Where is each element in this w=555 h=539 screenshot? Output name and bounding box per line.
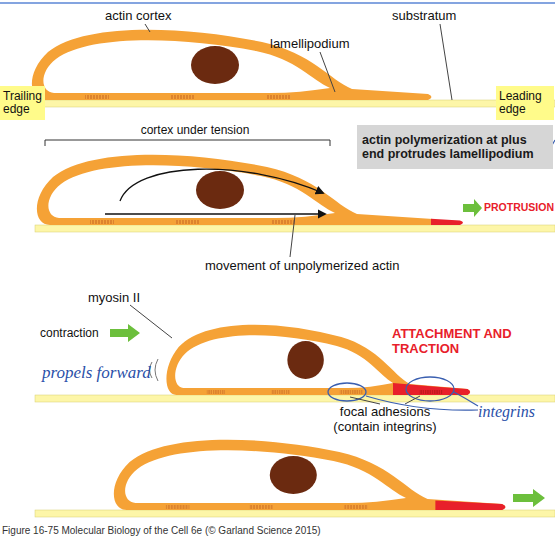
substratum-band: [35, 100, 555, 107]
part-label: cortex under tension: [130, 123, 260, 137]
node-text: Leading edge: [499, 90, 551, 116]
substratum-band: [35, 225, 555, 232]
focal-adhesion: [267, 95, 291, 99]
contraction-arrow: [110, 324, 140, 342]
leader-line: [405, 396, 420, 404]
cytoplasm: [175, 335, 393, 388]
focal-adhesion: [420, 390, 443, 394]
part-label: contraction: [40, 326, 99, 340]
part-label: ATTACHMENT AND TRACTION: [392, 326, 517, 356]
part-label: substratum: [392, 8, 456, 23]
leader-line: [130, 305, 172, 338]
note-box: actin polymerization at plus end protrud…: [357, 125, 553, 169]
focal-adhesion: [207, 390, 225, 394]
handwritten-note: propels forward: [42, 363, 151, 382]
focal-adhesion: [85, 95, 109, 99]
leader-line: [440, 24, 452, 100]
top-rule: [0, 2, 555, 4]
cytoplasm: [125, 450, 406, 503]
focal-adhesion: [344, 505, 368, 509]
focal-adhesion: [170, 95, 194, 99]
nucleus: [270, 456, 317, 494]
flow-arrow: [120, 169, 323, 201]
nucleus: [191, 46, 239, 84]
polymerizing-tip: [393, 383, 470, 395]
direction-arrow: [513, 489, 545, 507]
part-label: lamellipodium: [270, 36, 349, 51]
part-label: movement of unpolymerized actin: [205, 258, 399, 273]
leader-line: [320, 52, 335, 92]
part-label: myosin II: [88, 290, 140, 305]
actin-cortex: [32, 30, 432, 100]
direction-arrow: [463, 199, 482, 217]
focal-adhesion: [166, 505, 190, 509]
substratum-band: [35, 510, 555, 517]
handwritten-note: integrins: [478, 403, 535, 421]
polymerizing-tip: [435, 501, 505, 511]
part-label: actin cortex: [105, 8, 171, 23]
flow-arrow: [105, 213, 325, 214]
focal-adhesion: [272, 220, 296, 224]
focal-adhesion: [340, 390, 363, 394]
focal-adhesion: [175, 220, 199, 224]
cytoplasm: [48, 165, 335, 218]
node-text: actin polymerization at plus end protrud…: [362, 133, 548, 161]
nucleus: [196, 171, 244, 209]
polymerizing-tip: [431, 219, 463, 225]
leader-line: [145, 24, 150, 32]
cell: [32, 30, 432, 100]
part-label: PROTRUSION: [484, 201, 554, 214]
edge-tag: Trailing edge: [0, 86, 45, 120]
nucleus: [287, 341, 323, 379]
substratum-band: [35, 395, 555, 402]
actin-cortex: [114, 440, 506, 510]
focal-adhesion: [90, 220, 114, 224]
handwritten-circle: [406, 377, 454, 401]
focal-adhesion: [249, 505, 273, 509]
figure-caption: Figure 16-75 Molecular Biology of the Ce…: [2, 525, 321, 537]
handwritten-stroke: [454, 392, 478, 406]
node-text: Trailing edge: [3, 90, 42, 116]
leader-line: [290, 215, 295, 257]
cell: [114, 440, 506, 510]
handwritten-circle: [328, 383, 366, 401]
edge-tag: Leading edge: [496, 86, 554, 120]
bracket: [45, 140, 330, 146]
part-label: focal adhesions (contain integrins): [325, 404, 445, 434]
motion-marks: [155, 359, 158, 381]
focal-adhesion: [271, 390, 289, 394]
